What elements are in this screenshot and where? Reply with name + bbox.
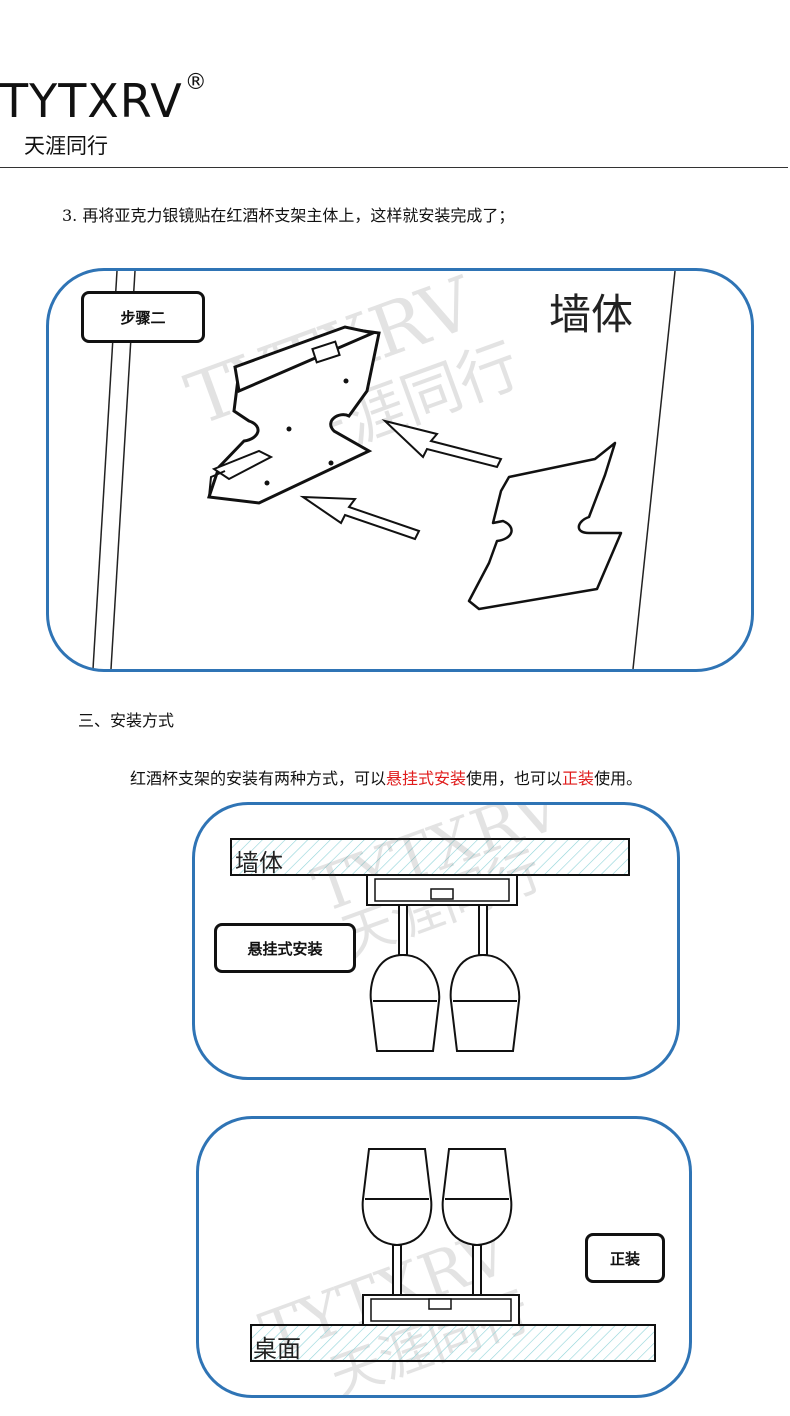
brand-subtitle: 天涯同行 xyxy=(24,134,108,158)
arrows xyxy=(299,419,503,541)
paragraph-part-1: 红酒杯支架的安装有两种方式，可以 xyxy=(130,769,387,788)
paragraph-part-2: 使用，也可以 xyxy=(466,769,563,788)
brand-logo: TYTXRV® xyxy=(0,72,208,125)
wine-glass xyxy=(369,904,441,1052)
step-two-label: 步骤二 xyxy=(81,291,205,343)
section-title: 三、安装方式 xyxy=(78,711,175,730)
upright-mode-label: 正装 xyxy=(585,1233,665,1283)
installation-paragraph: 红酒杯支架的安装有两种方式，可以悬挂式安装使用，也可以正装使用。 xyxy=(130,765,642,789)
wall-label: 墙体 xyxy=(549,290,634,339)
table-label: 桌面 xyxy=(253,1335,301,1363)
step-two-illustration: TYTXRV 天涯同行 xyxy=(92,271,676,669)
table-board xyxy=(250,1324,656,1362)
hanging-install-illustration: TYTXRV 天涯同行 xyxy=(230,805,630,1052)
bracket-body xyxy=(206,325,381,505)
paragraph-part-3: 使用。 xyxy=(594,769,643,788)
registered-mark: ® xyxy=(184,70,208,95)
wall-label: 墙体 xyxy=(235,849,283,877)
step-3-instruction: 3. 再将亚克力银镜贴在红酒杯支架主体上，这样就安装完成了； xyxy=(62,206,515,225)
diagram-hanging-install: TYTXRV 天涯同行 墙体 悬挂式安装 xyxy=(192,802,680,1080)
upright-mode-highlight: 正装 xyxy=(562,769,595,788)
brand-name: TYTXRV xyxy=(0,74,183,128)
upright-install-illustration: TYTXRV 天涯同行 xyxy=(250,1148,656,1395)
acrylic-mirror xyxy=(467,441,623,611)
hanging-mode-label: 悬挂式安装 xyxy=(214,923,356,973)
header-divider xyxy=(0,167,788,168)
diagram-upright-install: TYTXRV 天涯同行 桌面 正装 xyxy=(196,1116,692,1398)
wall-board xyxy=(230,838,630,876)
wine-glass xyxy=(449,904,521,1052)
wine-glass xyxy=(361,1148,433,1296)
hang-mode-highlight: 悬挂式安装 xyxy=(386,769,467,788)
diagram-step-two: TYTXRV 天涯同行 步骤二 墙体 xyxy=(46,268,754,672)
